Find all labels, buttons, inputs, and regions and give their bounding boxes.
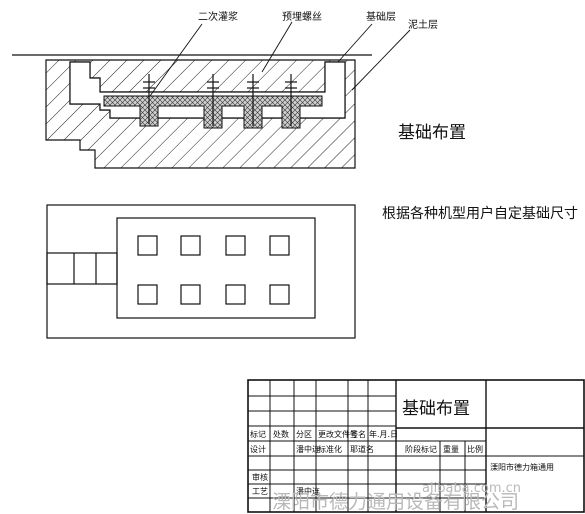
cell-weight: 重量: [443, 444, 459, 454]
cell-standardization: 标准化: [318, 444, 342, 454]
cell-company: 溧阳市德力箱通用: [490, 462, 554, 472]
title-block: [247, 379, 585, 513]
label-soil-layer: 泥土层: [408, 18, 438, 31]
cell-reviewer: 审核: [252, 472, 268, 482]
plan-inner: [116, 217, 316, 319]
cell-process-name: 潘中连: [296, 486, 320, 496]
cell-signature: 签名: [350, 429, 366, 439]
title-block-cells: 标记 处数 分区 更改文件号 签名 年.月.日 设计 潘中连 标准化 耶道名 阶…: [250, 429, 554, 496]
bolt-holes: [137, 235, 290, 305]
cell-process: 工艺: [252, 487, 268, 496]
plan-side-block: [46, 252, 118, 285]
label-second-grout: 二次灌浆: [198, 10, 238, 23]
label-foundation-layer: 基础层: [366, 10, 396, 23]
site-watermark: alibaba.com.cn: [422, 481, 521, 496]
cell-zone: 分区: [296, 430, 312, 439]
cell-scale: 比例: [467, 444, 483, 454]
plan-view: [46, 204, 356, 339]
plan-caption: 根据各种机型用户自定基础尺寸: [382, 205, 578, 222]
cell-change-doc: 更改文件号: [318, 429, 358, 439]
cell-count: 处数: [273, 429, 289, 439]
section-view: 二次灌浆 预埋螺丝 基础层 泥土层 基础布置: [12, 10, 466, 169]
cell-std-name: 耶道名: [350, 444, 374, 454]
title-block-title: 基础布置: [402, 399, 470, 419]
leader-lines: [149, 21, 411, 97]
label-anchor-bolt: 预埋螺丝: [282, 11, 322, 23]
company-watermark: 溧阳市德力通用设备有限公司: [272, 491, 519, 513]
anchor-bolts: [143, 74, 297, 126]
cell-designer: 设计: [250, 444, 266, 454]
cell-designer-name: 潘中连: [296, 444, 320, 454]
cell-mark: 标记: [250, 429, 266, 439]
cell-date: 年.月.日: [369, 429, 398, 439]
section-caption: 基础布置: [398, 123, 466, 143]
cell-stage-mark: 阶段标记: [405, 444, 437, 454]
